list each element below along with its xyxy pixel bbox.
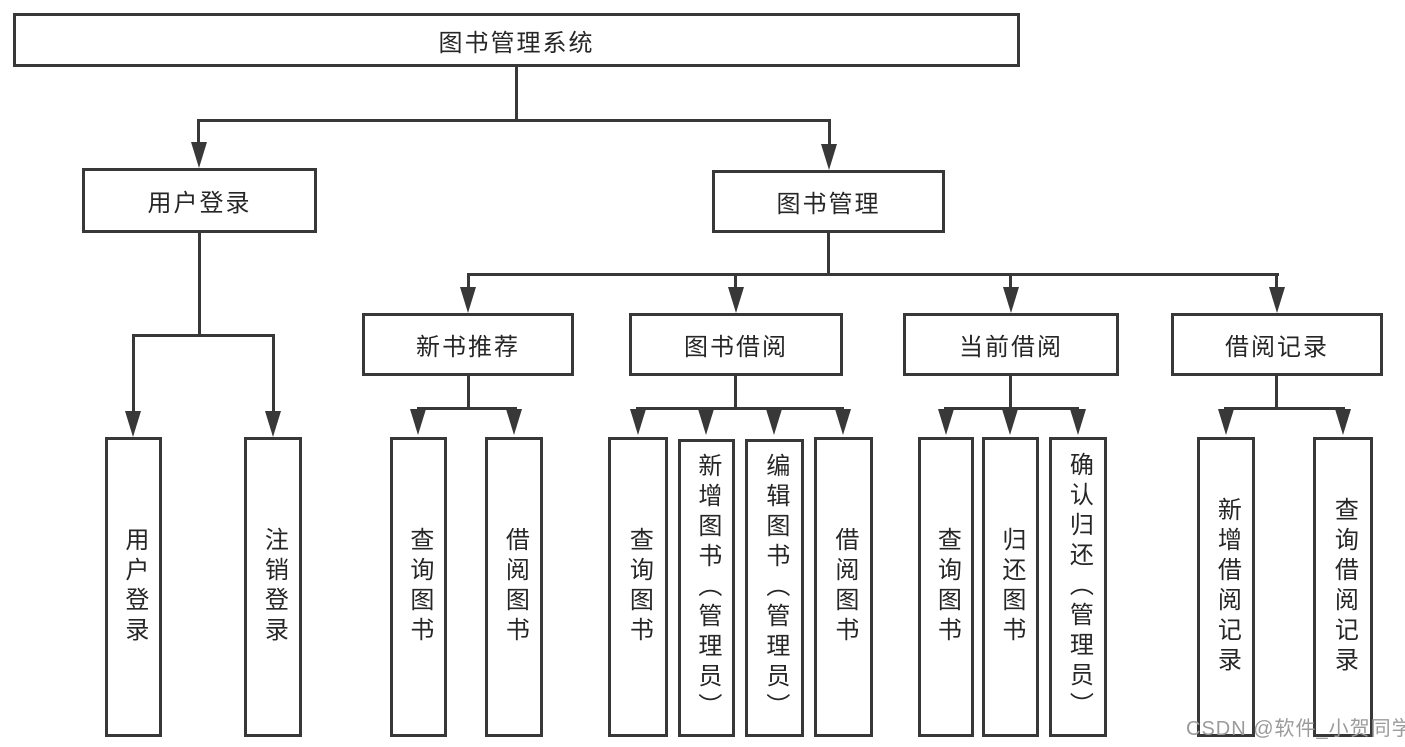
- node-label: 用户登录: [120, 527, 148, 647]
- node-label: 当前借阅: [959, 334, 1063, 361]
- connector-level3-rail: [467, 273, 1279, 276]
- leaf-edit-book-admin: 编辑图书（管理员）: [745, 439, 804, 737]
- leaf-query-books-borrow: 查询图书: [608, 437, 668, 737]
- node-label: 查询图书: [933, 527, 961, 647]
- node-label: 借阅记录: [1225, 334, 1329, 361]
- arrowhead-newbook-leaf2: [506, 409, 522, 435]
- arrowhead-borrow-leaf1: [630, 409, 646, 435]
- connector-records-stem: [1275, 375, 1278, 409]
- node-label: 图书管理系统: [438, 29, 595, 57]
- node-label: 归还图书: [997, 527, 1025, 647]
- connector-borrow-stem: [734, 375, 737, 409]
- arrowhead-borrow-leaf3: [766, 409, 782, 435]
- arrowhead-newbook-leaf1: [410, 409, 426, 435]
- node-label: 新书推荐: [416, 334, 520, 361]
- leaf-query-books-current: 查询图书: [918, 437, 974, 737]
- arrowhead-user-login: [191, 142, 207, 168]
- connector-user-leaf2-stem: [272, 334, 275, 414]
- connector-l3-current-stem: [1009, 273, 1012, 291]
- node-label: 用户登录: [147, 190, 252, 217]
- connector-l3-borrow-stem: [734, 273, 737, 291]
- connector-user-branch-stem: [198, 232, 201, 336]
- leaf-user-login: 用户登录: [105, 437, 162, 737]
- node-library-system: 图书管理系统: [13, 13, 1020, 67]
- node-label: 借阅图书: [830, 527, 858, 647]
- leaf-add-borrow-record: 新增借阅记录: [1197, 437, 1255, 737]
- arrowhead-records-leaf1: [1218, 409, 1234, 435]
- connector-l3-newbook-stem: [467, 273, 470, 291]
- leaf-return-book: 归还图书: [982, 437, 1039, 737]
- node-current-borrow: 当前借阅: [903, 313, 1119, 376]
- node-label: 查询图书: [625, 527, 653, 647]
- node-label: 图书借阅: [684, 334, 788, 361]
- arrowhead-user-leaf2: [265, 411, 281, 437]
- leaf-add-book-admin: 新增图书（管理员）: [678, 439, 735, 737]
- node-borrow-records: 借阅记录: [1171, 313, 1383, 376]
- arrowhead-current-leaf3: [1070, 409, 1086, 435]
- leaf-query-borrow-record: 查询借阅记录: [1313, 437, 1373, 737]
- arrowhead-borrow-leaf4: [835, 409, 851, 435]
- arrowhead-current-leaf1: [938, 409, 954, 435]
- arrowhead-current-leaf2: [1002, 409, 1018, 435]
- connector-newbook-stem: [467, 375, 470, 409]
- csdn-watermark: CSDN @软件_小贺同学: [1186, 718, 1405, 740]
- arrowhead-borrow-leaf2: [698, 409, 714, 435]
- connector-user-login-stem: [197, 119, 200, 145]
- leaf-borrow-books-recommend: 借阅图书: [485, 437, 543, 737]
- connector-root-stem: [515, 66, 518, 120]
- arrowhead-l3-borrow: [728, 287, 744, 313]
- connector-l3-records-stem: [1275, 273, 1278, 291]
- connector-user-leaf1-stem: [132, 334, 135, 414]
- leaf-query-books-recommend: 查询图书: [390, 437, 447, 737]
- connector-level2-rail: [197, 119, 831, 122]
- node-label: 新增借阅记录: [1213, 497, 1241, 677]
- node-label: 查询借阅记录: [1330, 497, 1358, 677]
- node-book-management: 图书管理: [712, 170, 945, 233]
- arrowhead-l3-records: [1269, 287, 1285, 313]
- arrowhead-l3-current: [1003, 287, 1019, 313]
- arrowhead-user-leaf1: [125, 411, 141, 437]
- leaf-logout: 注销登录: [244, 437, 302, 737]
- node-label: 新增图书（管理员）: [693, 453, 721, 723]
- node-label: 编辑图书（管理员）: [761, 453, 789, 723]
- node-label: 图书管理: [776, 191, 881, 218]
- leaf-borrow-books: 借阅图书: [814, 437, 873, 737]
- node-new-book-recommend: 新书推荐: [362, 313, 574, 376]
- node-user-login: 用户登录: [82, 168, 317, 233]
- node-label: 查询图书: [405, 527, 433, 647]
- connector-book-mgmt-stem: [828, 119, 831, 145]
- arrowhead-book-mgmt: [821, 144, 837, 170]
- node-label: 注销登录: [260, 527, 288, 647]
- connector-records-rail: [1224, 407, 1345, 410]
- arrowhead-records-leaf2: [1335, 409, 1351, 435]
- arrowhead-l3-newbook: [460, 287, 476, 313]
- leaf-confirm-return-admin: 确认归还（管理员）: [1049, 437, 1107, 737]
- node-label: 借阅图书: [501, 527, 529, 647]
- connector-current-rail: [944, 407, 1079, 410]
- connector-newbook-rail: [417, 407, 517, 410]
- connector-borrow-rail: [636, 407, 844, 410]
- connector-current-stem: [1009, 375, 1012, 409]
- node-book-borrow: 图书借阅: [629, 313, 843, 376]
- connector-book-branch-stem: [827, 232, 830, 275]
- node-label: 确认归还（管理员）: [1065, 452, 1093, 722]
- connector-user-branch-rail: [132, 334, 275, 337]
